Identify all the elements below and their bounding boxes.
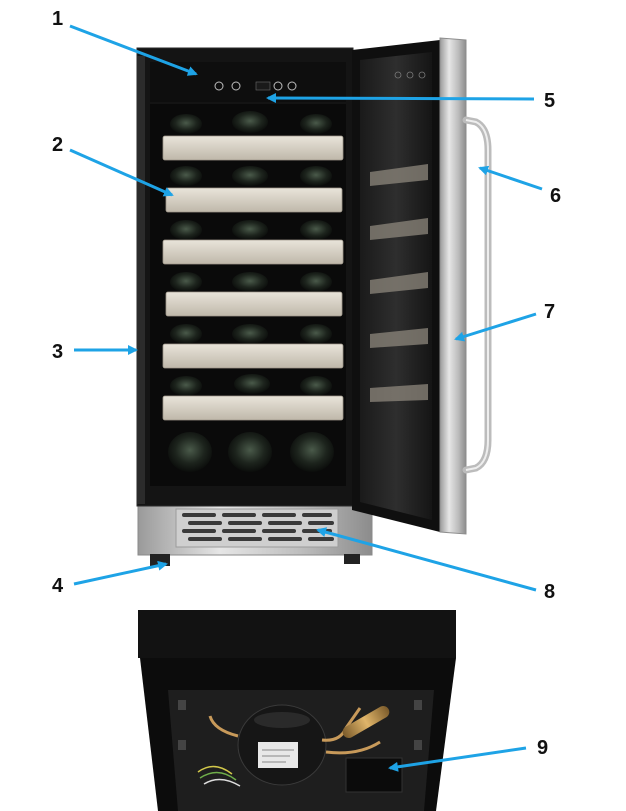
callout-arrow-4 [73, 560, 168, 586]
wooden-shelves [162, 135, 344, 421]
front-vent-grille [175, 508, 339, 548]
wine-cooler-front-view [136, 37, 492, 566]
glass-door [352, 37, 467, 535]
compressor [237, 704, 327, 786]
callout-8: 8 [544, 581, 555, 603]
callout-1: 1 [52, 8, 63, 30]
door-shelf-reflections [370, 164, 428, 402]
door-stainless-frame [439, 37, 467, 535]
bottle-rows [168, 111, 334, 472]
shelf-4 [165, 291, 343, 317]
callout-7: 7 [544, 301, 555, 323]
compressor-compartment-view [138, 610, 456, 811]
wiring [197, 765, 241, 787]
door-handle [462, 116, 492, 474]
callout-arrow-9 [388, 746, 527, 772]
callout-arrow-8 [316, 527, 537, 592]
shelf-1 [162, 135, 344, 161]
callout-arrow-2 [69, 148, 174, 197]
compartment-top-panel [138, 610, 456, 658]
callout-2: 2 [52, 134, 63, 156]
callout-6: 6 [550, 185, 561, 207]
compressor-label [258, 742, 298, 768]
leveling-leg-right [344, 554, 360, 564]
callout-5: 5 [544, 90, 555, 112]
callout-arrow-1 [69, 24, 198, 76]
electrical-box [345, 757, 403, 793]
callout-arrows [69, 24, 543, 772]
cabinet-side [137, 56, 145, 504]
shelf-6 [162, 395, 344, 421]
callout-arrow-7 [454, 312, 537, 342]
callout-4: 4 [52, 575, 64, 597]
shelf-5 [162, 343, 344, 369]
callout-arrow-6 [478, 165, 543, 191]
callout-arrow-5 [266, 93, 535, 104]
callout-9: 9 [537, 737, 548, 759]
shelf-3 [162, 239, 344, 265]
filter-drier [342, 706, 390, 738]
callout-3: 3 [52, 341, 63, 363]
callout-numbers: 1 2 3 4 5 6 7 8 9 [52, 8, 561, 759]
shelf-2 [165, 187, 343, 213]
